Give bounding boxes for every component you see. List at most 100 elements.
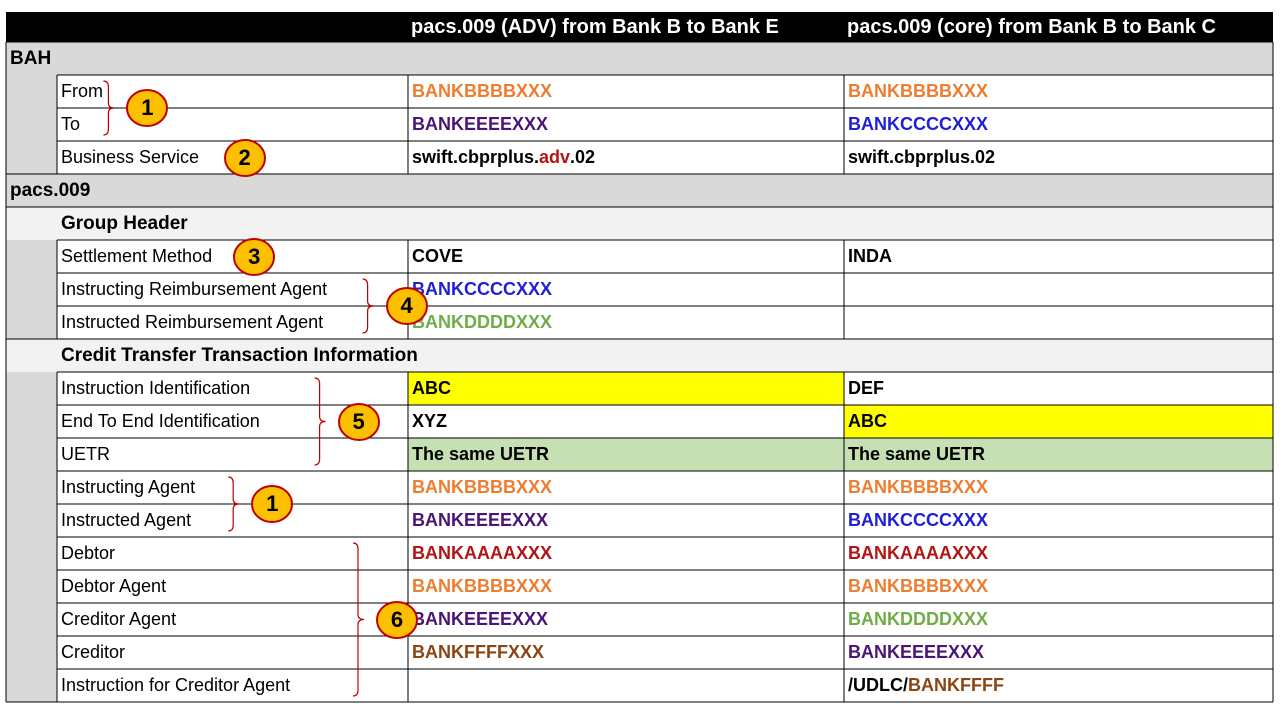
value-segment: /UDLC/: [848, 675, 908, 695]
table-header-bar: [6, 12, 1273, 42]
badge-circle: [126, 89, 169, 127]
value-adv-debtor-agent: BANKBBBBXXX: [408, 570, 844, 603]
badge-circle: [385, 287, 428, 325]
value-adv-uetr: The same UETR: [408, 438, 844, 471]
badge-circle: [233, 237, 276, 276]
field-label-instructed-agent: Instructed Agent: [61, 510, 192, 530]
field-label-instructed-reimbursement-agent: Instructed Reimbursement Agent: [61, 312, 324, 332]
indent-cell: [6, 504, 57, 537]
value-adv-from: BANKBBBBXXX: [408, 75, 844, 108]
value-adv-instructed-agent: BANKEEEEXXX: [408, 504, 844, 537]
value-segment: BANKEEEEXXX: [412, 510, 549, 530]
value-segment: .02: [570, 147, 596, 167]
field-label-instruction-identification: Instruction Identification: [61, 378, 251, 398]
value-segment: XYZ: [412, 411, 448, 431]
indent-cell: [6, 108, 57, 141]
annotation-badge: 2: [223, 138, 267, 178]
value-segment: swift.cbprplus.02: [848, 147, 996, 167]
value-core-settlement-method: INDA: [844, 240, 1273, 273]
value-segment: BANKDDDDXXX: [412, 312, 553, 332]
value-segment: BANKEEEEXXX: [412, 609, 549, 629]
value-adv-business-service: swift.cbprplus.adv.02: [408, 141, 844, 174]
annotation-badge: 6: [375, 600, 419, 640]
badge-number: 2: [238, 144, 251, 170]
indent-cell: [6, 75, 57, 108]
indent-cell: [6, 537, 57, 570]
value-adv-instructing-reimbursement-agent: BANKCCCCXXX: [408, 273, 844, 306]
value-segment: ABC: [848, 411, 887, 431]
badge-circle: [223, 138, 266, 177]
field-label-business-service: Business Service: [61, 147, 200, 167]
badge-number: 6: [390, 606, 404, 632]
value-core-debtor-agent: BANKBBBBXXX: [844, 570, 1273, 603]
annotation-badge: 1: [250, 484, 294, 524]
value-segment: INDA: [848, 246, 892, 266]
value-segment: BANKCCCCXXX: [848, 114, 989, 134]
value-adv-end-to-end-identification: XYZ: [408, 405, 844, 438]
value-core-creditor-agent: BANKDDDDXXX: [844, 603, 1273, 636]
value-core-instructed-reimbursement-agent: [844, 306, 1273, 339]
value-segment: BANKBBBBXXX: [412, 81, 553, 101]
badge-circle: [251, 485, 294, 523]
value-core-instructed-agent: BANKCCCCXXX: [844, 504, 1273, 537]
annotation-badge: 3: [232, 237, 276, 277]
subsection-row: [6, 207, 1273, 240]
value-core-to: BANKCCCCXXX: [844, 108, 1273, 141]
indent-cell: [6, 273, 57, 306]
value-segment: BANKFFFFXXX: [412, 642, 544, 662]
value-segment: adv: [539, 147, 571, 167]
value-core-business-service: swift.cbprplus.02: [844, 141, 1273, 174]
section-row: [6, 174, 1273, 207]
indent-cell: [6, 471, 57, 504]
indent-cell: [6, 603, 57, 636]
value-adv-creditor: BANKFFFFXXX: [408, 636, 844, 669]
indent-cell: [6, 669, 57, 702]
field-label-instructing-agent: Instructing Agent: [61, 477, 196, 497]
field-label-from: From: [61, 81, 103, 101]
value-adv-settlement-method: COVE: [408, 240, 844, 273]
field-label-creditor-agent: Creditor Agent: [61, 609, 177, 629]
indent-cell: [6, 372, 57, 405]
field-label-instruction-for-creditor-agent: Instruction for Creditor Agent: [61, 675, 291, 695]
section-title-bah: BAH: [10, 47, 52, 69]
section-row: [6, 42, 1273, 75]
indent-cell: [6, 240, 57, 273]
indent-cell: [6, 141, 57, 174]
value-segment: BANKCCCCXXX: [412, 279, 553, 299]
value-adv-instruction-for-creditor-agent: [408, 669, 844, 702]
badge-number: 5: [352, 408, 365, 434]
annotation-badge: 1: [125, 88, 169, 128]
value-segment: ABC: [412, 378, 451, 398]
column-header-core: pacs.009 (core) from Bank B to Bank C: [847, 15, 1216, 38]
field-label-debtor-agent: Debtor Agent: [61, 576, 167, 596]
value-adv-creditor-agent: BANKEEEEXXX: [408, 603, 844, 636]
value-core-instructing-reimbursement-agent: [844, 273, 1273, 306]
subsection-title-group-header: Group Header: [61, 212, 188, 234]
value-segment: COVE: [412, 246, 464, 266]
value-adv-instructed-reimbursement-agent: BANKDDDDXXX: [408, 306, 844, 339]
annotation-badge: 4: [385, 286, 429, 326]
value-segment: DEF: [848, 378, 884, 398]
value-segment: BANKBBBBXXX: [848, 81, 989, 101]
value-core-instructing-agent: BANKBBBBXXX: [844, 471, 1273, 504]
value-core-instruction-for-creditor-agent: /UDLC/BANKFFFF: [844, 669, 1273, 702]
value-core-uetr: The same UETR: [844, 438, 1273, 471]
annotation-badge: 5: [337, 402, 381, 442]
badge-number: 4: [400, 293, 413, 318]
value-segment: BANKBBBBXXX: [848, 477, 989, 497]
section-title-pacs-009: pacs.009: [10, 179, 91, 201]
value-segment: BANKCCCCXXX: [848, 510, 989, 530]
indent-cell: [6, 636, 57, 669]
value-segment: BANKBBBBXXX: [412, 576, 553, 596]
value-adv-instructing-agent: BANKBBBBXXX: [408, 471, 844, 504]
badge-circle: [337, 402, 380, 441]
value-segment: BANKDDDDXXX: [848, 609, 989, 629]
badge-number: 1: [266, 491, 279, 516]
value-segment: The same UETR: [848, 444, 986, 464]
indent-cell: [6, 570, 57, 603]
field-label-settlement-method: Settlement Method: [61, 246, 213, 266]
badge-circle: [376, 600, 418, 639]
value-segment: swift.cbprplus.: [412, 147, 540, 167]
value-adv-to: BANKEEEEXXX: [408, 108, 844, 141]
field-label-debtor: Debtor: [61, 543, 116, 563]
